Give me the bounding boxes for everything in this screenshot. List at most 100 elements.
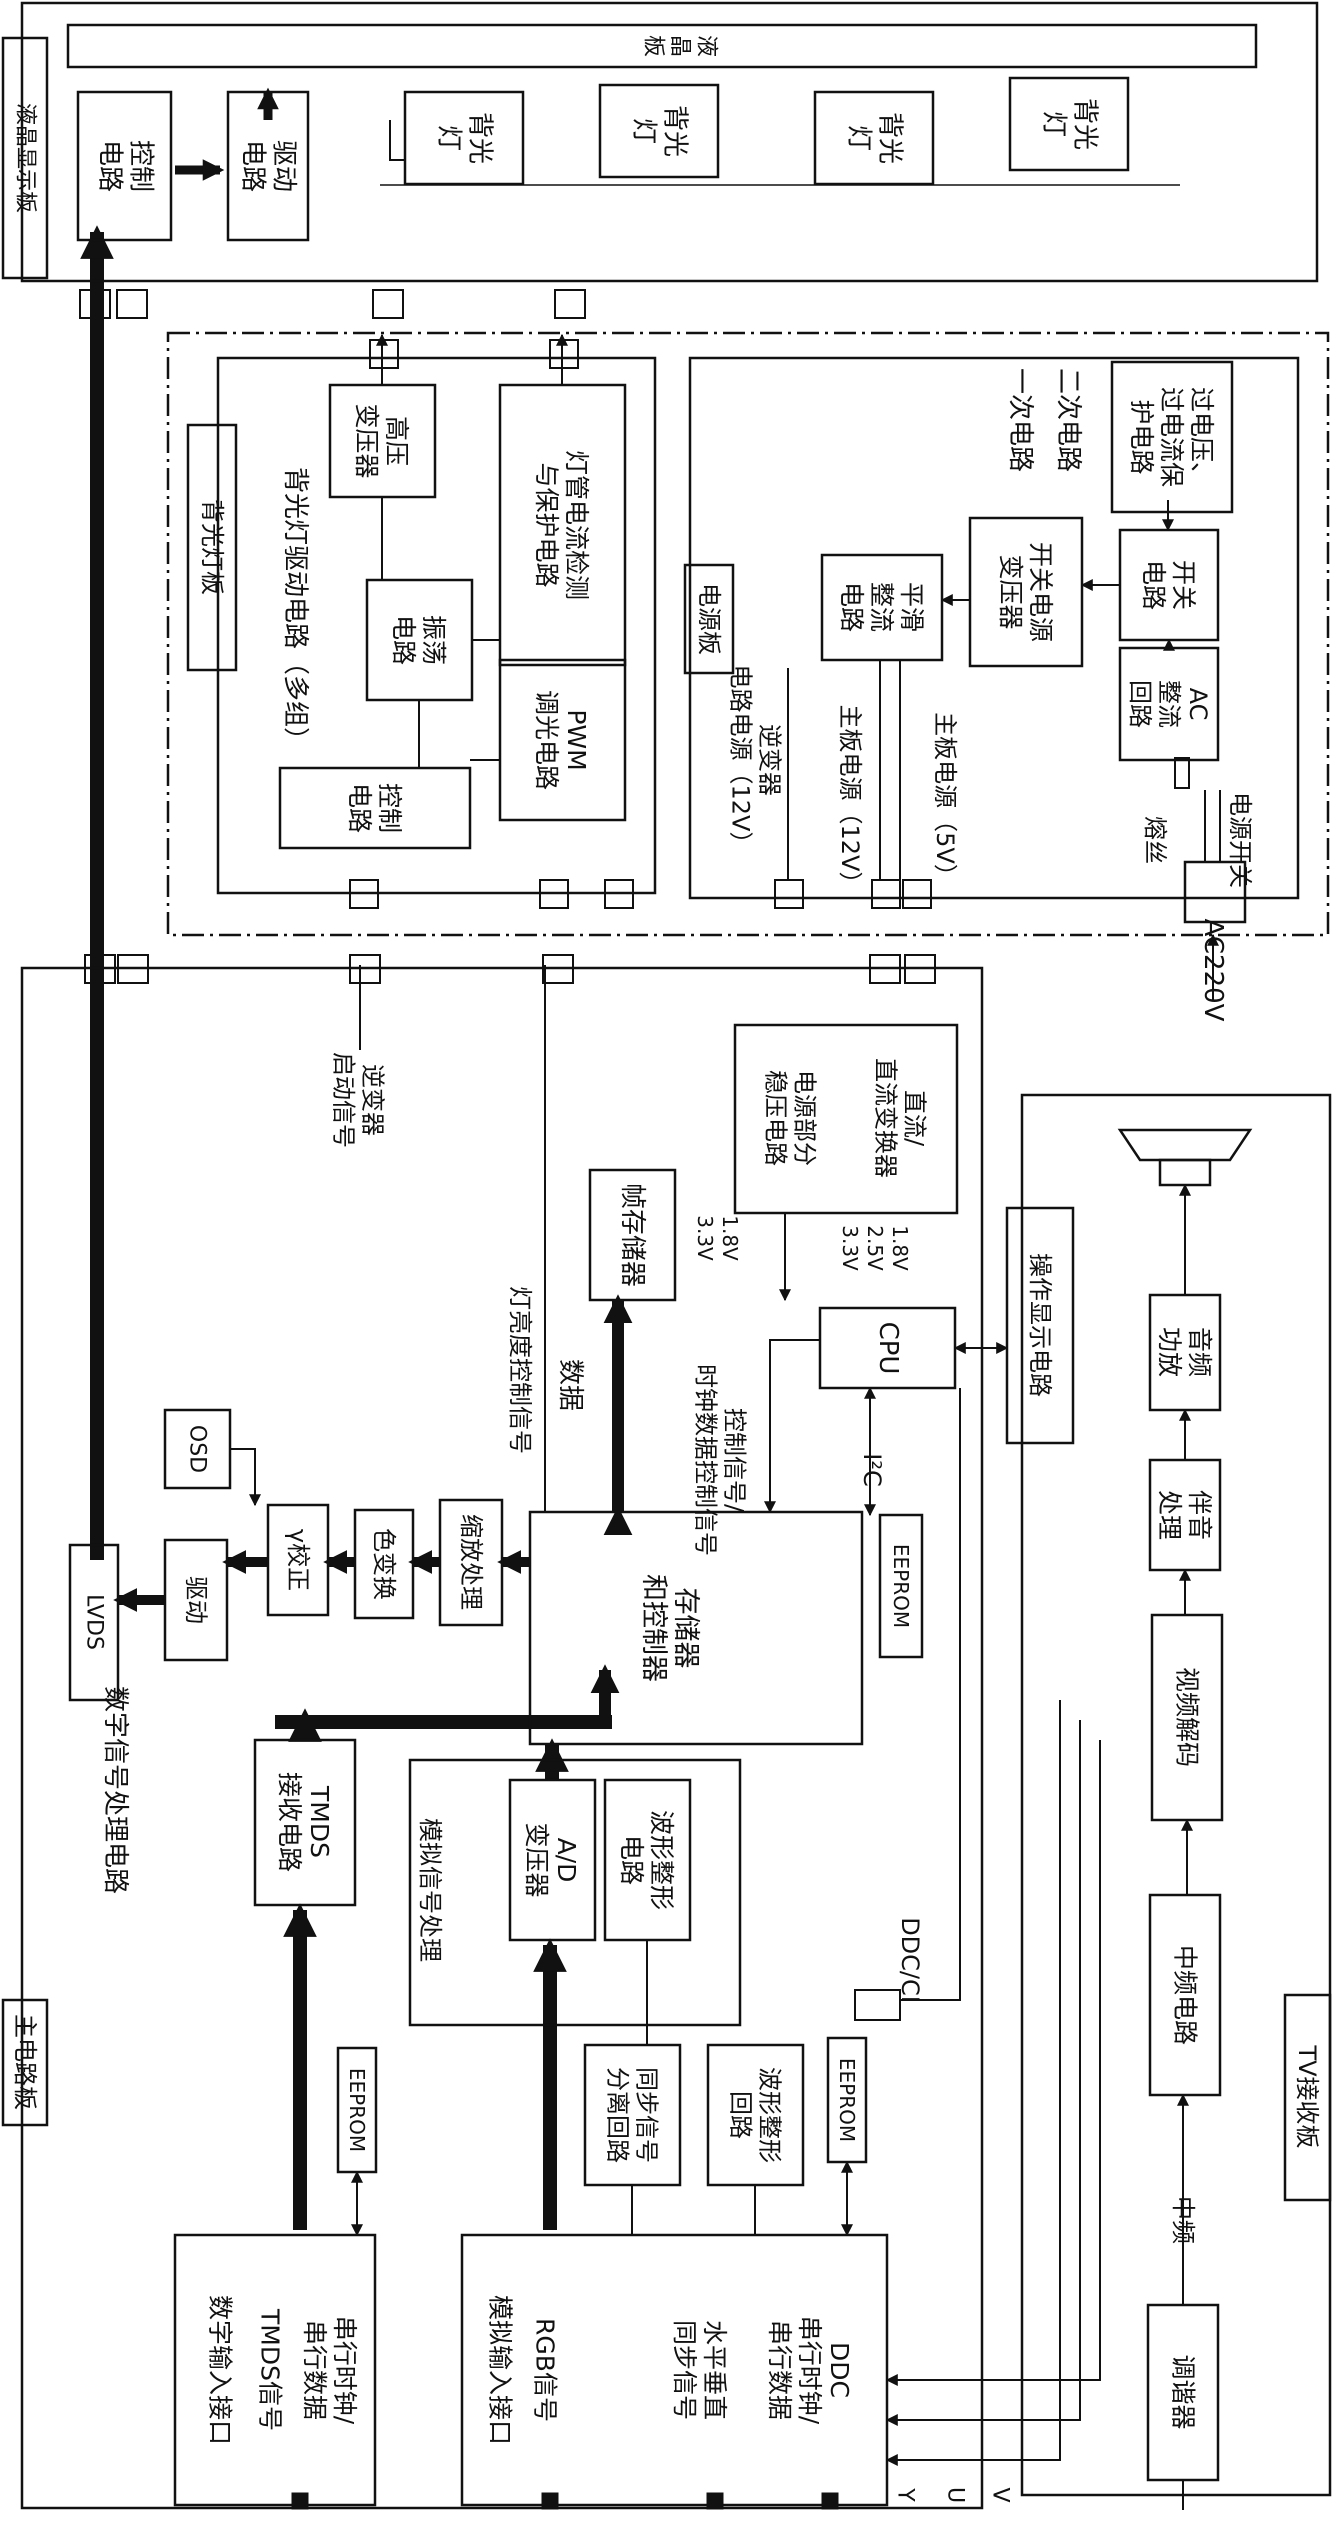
backlight-lamp-3 (813, 90, 935, 186)
main-board (20, 966, 984, 2510)
color-label-group: 色变换 (370, 1528, 398, 1600)
backlight-group-title: 背光灯驱动电路（多组） (280, 467, 310, 753)
tuner-label: 调谐器 (1169, 2354, 1198, 2429)
switch-circuit-label: 开关电路 (1140, 560, 1199, 610)
psu-label-group: 电源部分稳压电路 (762, 1070, 819, 1166)
sound-proc-label-group: 伴音处理 (1156, 1490, 1215, 1540)
connector-pb-0 (369, 339, 399, 369)
eeprom-dvi-label-group: EEPROM (345, 2068, 369, 2152)
digital-in-box (173, 2233, 377, 2507)
connector-lcd-2 (372, 289, 404, 319)
tmds-rx-label: TMDS接收电路 (276, 1772, 335, 1872)
tmds-sig-label: TMDS信号 (256, 2308, 285, 2431)
eeprom-dvi-label: EEPROM (345, 2068, 369, 2152)
op-display-box (1005, 1206, 1075, 1445)
lcd-control-box (76, 90, 173, 242)
lcd-panel-label-group: 液晶板 (641, 35, 719, 57)
lamp-brightness-label: 灯亮度控制信号 (506, 1286, 534, 1454)
v33-a: 3.3V (693, 1215, 717, 1261)
speaker-body (1158, 1158, 1212, 1187)
video-decode-label-group: 视频解码 (1173, 1667, 1202, 1767)
lcd-board-label-group: 液晶显示板 (13, 103, 38, 213)
power-board-tag (683, 563, 735, 675)
ctrl-signal-label-group: 控制信号/时钟数据控制信号 (692, 1364, 749, 1556)
lvds-box (68, 1543, 120, 1702)
frame-mem-label: 帧存储器 (617, 1183, 647, 1287)
memory-ctrl-box (528, 1510, 864, 1746)
scale-label-group: 缩放处理 (457, 1514, 485, 1610)
smoothing-label-group: 平滑整流电路 (838, 582, 927, 632)
lcd-board-label: 液晶显示板 (13, 103, 38, 213)
wave-shape-box (603, 1778, 692, 1942)
main-board-label-group: 主电路板 (11, 2014, 39, 2110)
backlight-lamp-label-4: 背光灯 (1038, 98, 1099, 150)
gamma-box (266, 1503, 330, 1617)
v-wire (885, 1740, 1101, 2386)
switch-circuit-box (1118, 528, 1220, 642)
sync-sep-box (583, 2043, 682, 2187)
drive-label-group: 驱动 (182, 1576, 210, 1624)
backlight-lamp-1 (403, 90, 525, 186)
gamma-label-group: γ校正 (284, 1529, 312, 1591)
ddc-ci-label-group: DDC/CI (896, 1917, 924, 2003)
smoothing-box (820, 553, 944, 662)
lcd-control-label: 控制电路 (94, 140, 155, 192)
input-stub-2 (706, 2492, 724, 2510)
scale-box (438, 1498, 504, 1627)
wave-loop-label-group: 波形整形回路 (727, 2067, 784, 2163)
connector-main-2 (349, 954, 381, 984)
connector-lcd-3 (554, 289, 586, 319)
y-label: Y (893, 2487, 918, 2502)
if-label: 中频 (1169, 2196, 1197, 2244)
drive-box (163, 1538, 229, 1662)
inverter-out-label-group: 逆变器电路电源（12V） (727, 665, 784, 856)
secondary-label: 二次电路 (1053, 368, 1083, 472)
analog-in-box (460, 2233, 889, 2507)
bl-control-label: 控制电路 (346, 783, 405, 833)
backlight-lamp-2 (598, 83, 720, 179)
eeprom-vga-label-group: EEPROM (835, 2058, 859, 2142)
connector-main-3 (542, 954, 574, 984)
eeprom-main-box (878, 1513, 924, 1659)
rgb-sig-label: RGB信号 (531, 2318, 560, 2422)
lcd-board-tag (1, 36, 49, 280)
cpu-label: CPU (873, 1322, 903, 1375)
sync-sep-label-group: 同步信号分离回路 (604, 2067, 661, 2163)
lcd-display-board (20, 1, 1319, 283)
color-label: 色变换 (370, 1528, 398, 1600)
memory-ctrl-label-group: 存储器和控制器 (638, 1574, 701, 1682)
video-decode-box (1150, 1613, 1224, 1822)
op-display-label-group: 操作显示电路 (1026, 1253, 1054, 1397)
dcdc-label: 直流/直流变换器 (872, 1058, 929, 1178)
primary-label: 一次电路 (1005, 368, 1035, 472)
i2c-label: I²C (858, 1453, 886, 1486)
cpu-ctrl-wire (764, 1339, 820, 1514)
video-decode-label: 视频解码 (1173, 1667, 1202, 1767)
ddc-serial-label: DDC串行时钟/串行数据 (766, 2316, 855, 2425)
serial-clk-label-group: 串行时钟/串行数据 (301, 2316, 360, 2425)
osd-box (163, 1408, 232, 1490)
v33-b: 3.3V (838, 1225, 862, 1271)
memory-ctrl-label: 存储器和控制器 (638, 1574, 701, 1682)
eeprom-dvi-box (336, 2046, 378, 2174)
lamp-detect-box (498, 383, 627, 667)
v33-b-group: 3.3V (838, 1225, 862, 1271)
backlight-lamp-label-2: 背光灯 (628, 105, 689, 157)
if-circuit-box (1148, 1893, 1222, 2097)
main5-label-group: 主板电源（5V） (931, 712, 959, 888)
ac-in-label: AC220V (1198, 919, 1228, 1022)
hv-transformer-box (328, 383, 437, 499)
tmds-rx-box (253, 1738, 357, 1907)
tv-board-label: TV接收板 (1293, 2044, 1321, 2148)
main5-label: 主板电源（5V） (931, 712, 959, 888)
sound-proc-box (1148, 1458, 1222, 1572)
hv-transformer-label-group: 高压变压器 (353, 403, 412, 478)
connector-pb-2 (349, 879, 379, 909)
dcdc-label-group: 直流/直流变换器 (872, 1058, 929, 1178)
power-inverter-board (166, 331, 1330, 937)
connector-main-5 (904, 954, 936, 984)
protection-label-group: 过电压、过电流保护电路 (1128, 387, 1217, 487)
protection-label: 过电压、过电流保护电路 (1128, 387, 1217, 487)
v18-a: 1.8V (718, 1215, 742, 1261)
bl-control-box (278, 766, 472, 850)
